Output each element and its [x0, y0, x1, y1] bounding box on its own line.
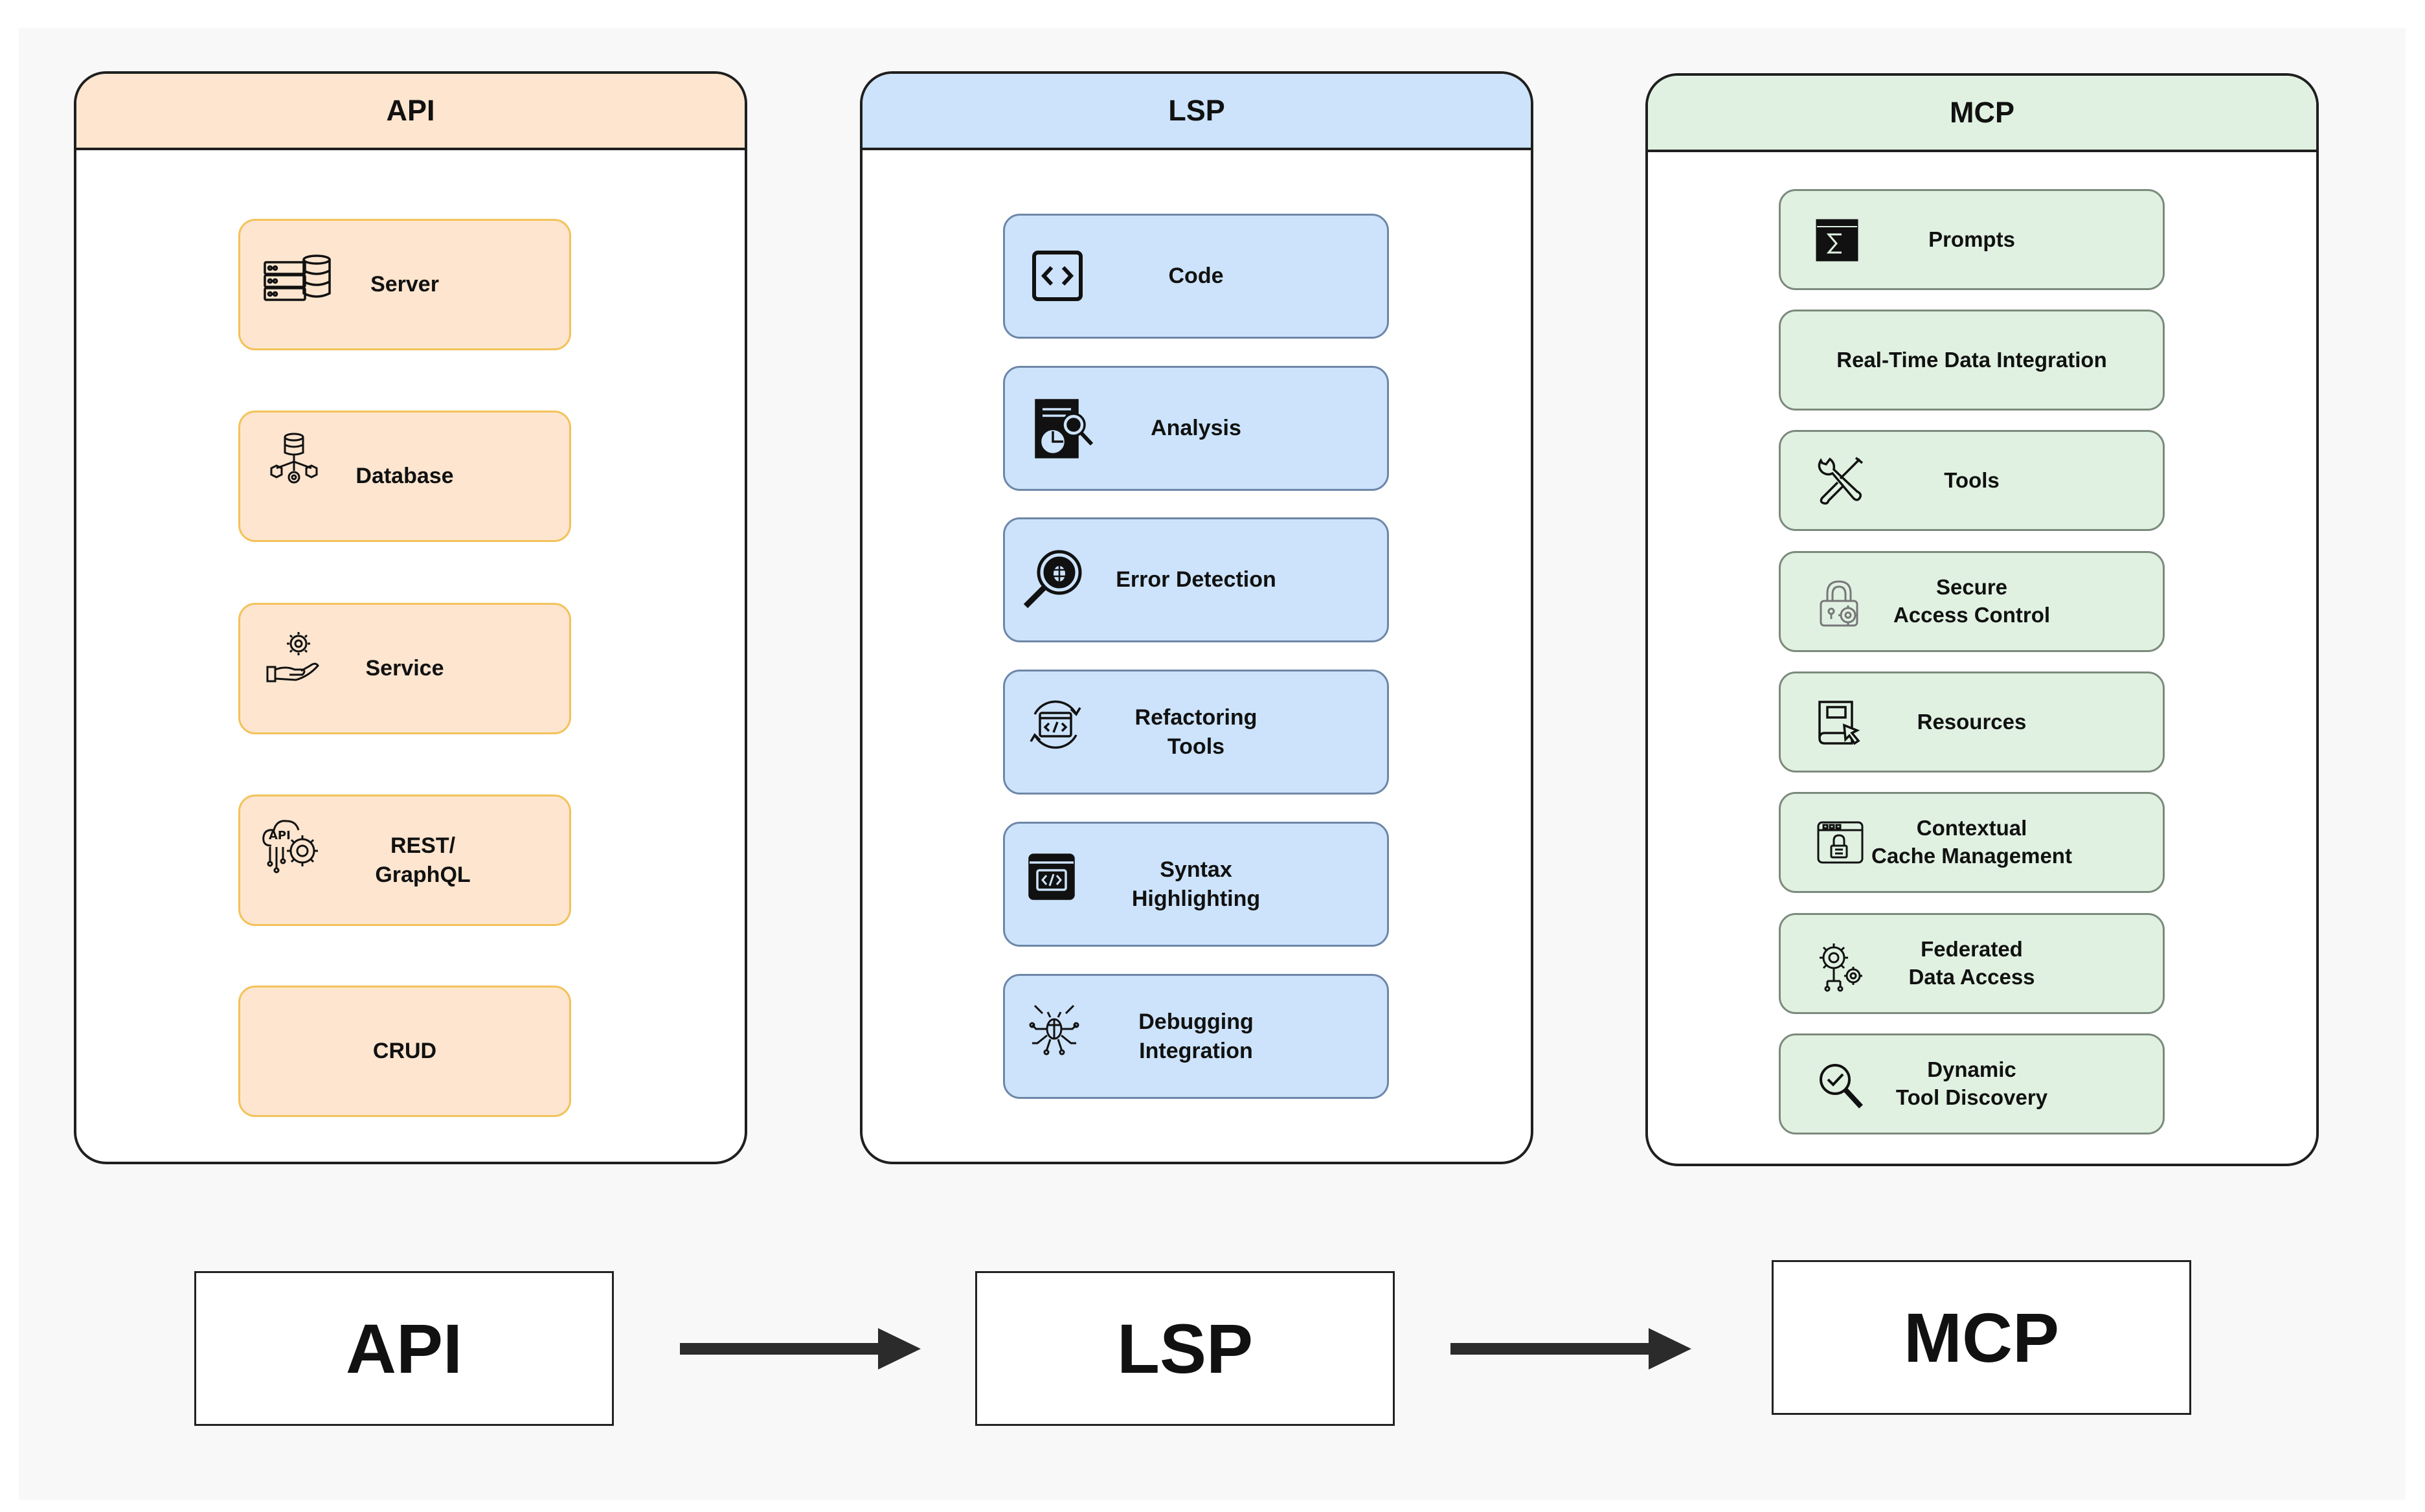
lsp-item-analysis: Analysis	[1003, 366, 1389, 491]
flow-step-mcp: MCP	[1772, 1260, 2191, 1415]
lsp-item-refactoring-tools-label: Refactoring Tools	[1134, 705, 1258, 759]
bug-circuit-icon	[1029, 1004, 1079, 1055]
flow-arrow-api-lsp	[680, 1328, 921, 1370]
lsp-item-analysis-label: Analysis	[1151, 416, 1241, 441]
code-brackets-icon	[1032, 251, 1083, 301]
mcp-item-prompts: Prompts	[1779, 189, 2165, 290]
lsp-item-debugging-integration-label: Debugging Integration	[1138, 1010, 1254, 1063]
flow-step-lsp: LSP	[975, 1271, 1395, 1426]
api-item-service-label: Service	[365, 656, 444, 681]
lsp-item-error-detection: Error Detection	[1003, 517, 1389, 642]
lsp-panel-title: LSP	[863, 74, 1531, 150]
lsp-item-code: Code	[1003, 214, 1389, 339]
mcp-item-resources-label: Resources	[1917, 709, 2027, 734]
lsp-item-syntax-highlighting: Syntax Highlighting	[1003, 822, 1389, 947]
mcp-item-federated-data-access: Federated Data Access	[1779, 913, 2165, 1014]
lsp-item-refactoring-tools: Refactoring Tools	[1003, 670, 1389, 795]
code-refresh-icon	[1030, 700, 1081, 749]
mcp-item-tools-label: Tools	[1944, 468, 2000, 492]
mcp-item-contextual-cache-management-label: Contextual Cache Management	[1871, 816, 2072, 868]
svg-text:API: API	[269, 829, 291, 842]
api-cloud-gear-icon: API	[262, 820, 318, 874]
code-window-icon	[1028, 853, 1075, 900]
book-cursor-icon	[1818, 701, 1860, 745]
gear-network-icon	[1820, 943, 1862, 992]
mcp-item-contextual-cache-management: Contextual Cache Management	[1779, 792, 2165, 893]
api-item-database-label: Database	[355, 464, 454, 489]
mcp-item-prompts-label: Prompts	[1928, 227, 2015, 251]
mcp-item-real-time-data-integration: Real-Time Data Integration	[1779, 310, 2165, 411]
mcp-item-real-time-data-integration-label: Real-Time Data Integration	[1836, 347, 2107, 372]
api-item-crud-label: CRUD	[372, 1039, 437, 1064]
cache-window-icon	[1817, 821, 1864, 864]
lsp-item-code-label: Code	[1168, 264, 1224, 289]
mcp-item-federated-data-access-label: Federated Data Access	[1908, 937, 2035, 989]
mcp-panel-title: MCP	[1648, 76, 2316, 152]
lsp-item-error-detection-label: Error Detection	[1116, 567, 1276, 592]
lsp-item-syntax-highlighting-label: Syntax Highlighting	[1131, 857, 1261, 911]
database-network-icon	[270, 433, 318, 484]
mcp-item-resources: Resources	[1779, 671, 2165, 773]
api-panel-title: API	[76, 74, 745, 150]
api-item-rest-graphql-label: REST/ GraphQL	[375, 833, 471, 887]
api-item-service: Service	[238, 603, 571, 734]
flow-arrow-lsp-mcp	[1450, 1328, 1691, 1370]
server-rack-icon	[264, 254, 331, 301]
lsp-item-debugging-integration: Debugging Integration	[1003, 974, 1389, 1099]
terminal-sigma-icon	[1816, 219, 1858, 262]
mcp-item-secure-access-control: Secure Access Control	[1779, 551, 2165, 652]
report-magnifier-icon	[1035, 399, 1094, 458]
mcp-item-dynamic-tool-discovery: Dynamic Tool Discovery	[1779, 1033, 2165, 1134]
api-item-server-label: Server	[370, 272, 439, 297]
wrench-screwdriver-icon	[1818, 457, 1864, 505]
mcp-item-tools: Tools	[1779, 430, 2165, 531]
mcp-item-secure-access-control-label: Secure Access Control	[1893, 575, 2051, 627]
lock-gear-icon	[1820, 580, 1858, 627]
magnifier-check-icon	[1820, 1064, 1863, 1109]
flow-step-api: API	[194, 1271, 614, 1426]
api-item-server: Server	[238, 219, 571, 350]
api-item-database: Database	[238, 411, 571, 542]
api-item-rest-graphql: API REST/ GraphQL	[238, 795, 571, 926]
mcp-item-dynamic-tool-discovery-label: Dynamic Tool Discovery	[1895, 1057, 2048, 1109]
api-item-crud: CRUD	[238, 986, 571, 1117]
gear-hand-icon	[266, 632, 319, 683]
bug-magnifier-icon	[1023, 550, 1082, 609]
